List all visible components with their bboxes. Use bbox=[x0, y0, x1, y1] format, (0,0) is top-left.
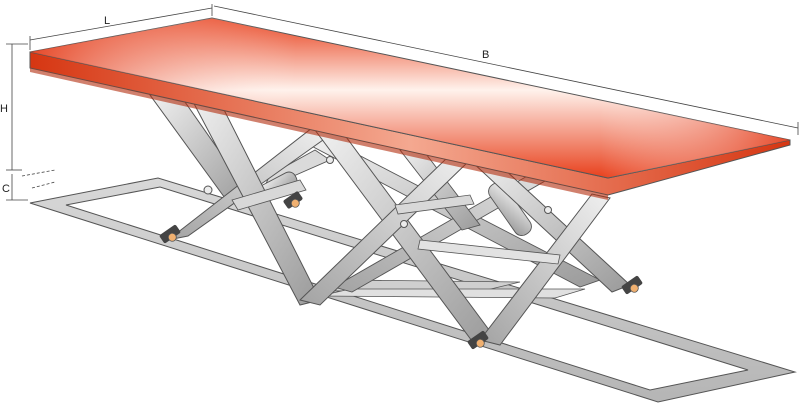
platform bbox=[29, 17, 791, 200]
dim-label-width: B bbox=[482, 49, 489, 61]
roller-right bbox=[621, 275, 643, 295]
scissor-arms-front bbox=[149, 91, 631, 346]
pivot-pins bbox=[203, 156, 552, 228]
dim-label-length: L bbox=[104, 15, 110, 27]
dim-label-height: H bbox=[0, 103, 8, 115]
dimension-lines bbox=[6, 4, 799, 201]
dim-label-closed-height: C bbox=[2, 183, 10, 195]
roller-left bbox=[159, 224, 181, 244]
rollers bbox=[159, 191, 643, 350]
roller-front bbox=[467, 330, 489, 350]
roller-center-left bbox=[283, 191, 303, 209]
